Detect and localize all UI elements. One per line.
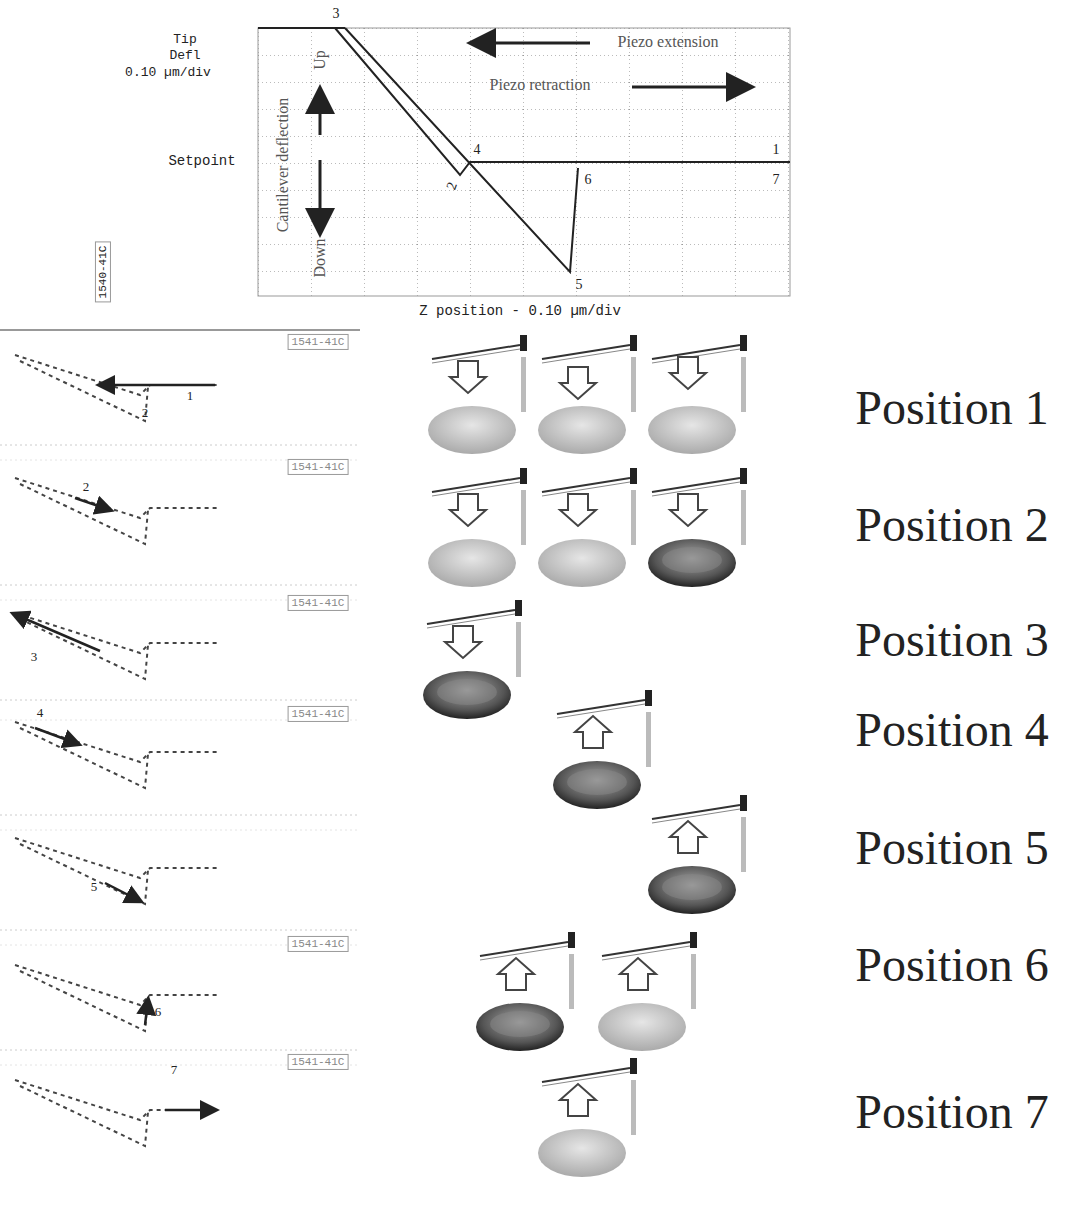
axis-label: Defl — [169, 49, 200, 63]
position-label: Position 6 — [855, 939, 1048, 992]
axis-scale: 0.10 µm/div — [125, 66, 211, 80]
callout-number: 5 — [91, 880, 98, 894]
callout-number: 6 — [155, 1005, 162, 1019]
position-label: Position 7 — [855, 1086, 1048, 1139]
figure-id: 1541-41C — [288, 1054, 349, 1070]
callout-number: 4 — [474, 142, 481, 157]
axis-label: Tip — [173, 33, 196, 47]
callout-number: 3 — [333, 6, 340, 21]
callout-number: 1 — [773, 142, 780, 157]
callout-number: 2 — [83, 480, 90, 494]
callout-number: 6 — [585, 172, 592, 187]
figure-id: 1541-41C — [288, 334, 349, 350]
setpoint-label: Setpoint — [168, 154, 235, 169]
axis-title: Cantilever deflection — [274, 98, 292, 233]
direction-label: Down — [311, 238, 329, 277]
direction-label: Up — [311, 50, 329, 70]
figure-id: 1541-41C — [288, 459, 349, 475]
callout-number: 4 — [37, 706, 44, 720]
callout-number: 3 — [31, 650, 38, 664]
position-label: Position 4 — [855, 704, 1048, 757]
figure-id: 1541-41C — [288, 706, 349, 722]
arrow-label: Piezo retraction — [490, 76, 591, 94]
callout-number: 5 — [576, 277, 583, 292]
figure-id: 1541-41C — [288, 595, 349, 611]
arrow-label: Piezo extension — [618, 33, 719, 51]
callout-number: 2 — [142, 406, 149, 420]
position-label: Position 2 — [855, 499, 1048, 552]
position-label: Position 3 — [855, 614, 1048, 667]
position-label: Position 5 — [855, 822, 1048, 875]
callout-number: 7 — [773, 172, 780, 187]
position-label: Position 1 — [855, 382, 1048, 435]
callout-number: 1 — [187, 389, 194, 403]
callout-number: 7 — [171, 1063, 178, 1077]
figure-id: 1540-41C — [95, 242, 111, 303]
figure-id: 1541-41C — [288, 936, 349, 952]
axis-title: Z position - 0.10 µm/div — [419, 304, 621, 319]
